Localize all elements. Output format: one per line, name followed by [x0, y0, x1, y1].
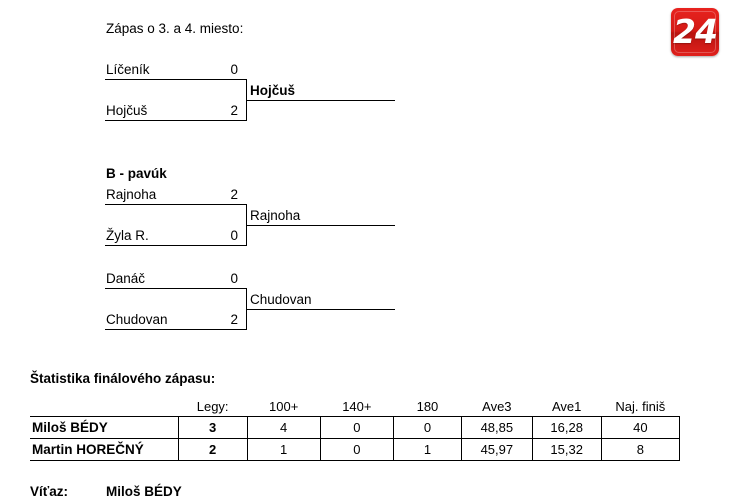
- bracket-line-b1-top: [105, 204, 247, 205]
- b-bracket-heading: B - pavúk: [106, 166, 167, 181]
- channel-logo-24: 24: [671, 8, 719, 56]
- bracket-line-b2-winner: [246, 309, 395, 310]
- stats-row-0-name: Miloš BÉDY: [30, 416, 179, 439]
- third-place-top-player: Líčeník: [106, 62, 150, 77]
- stats-row-0-140: 0: [319, 416, 394, 439]
- b-match-2-bottom-player: Chudovan: [106, 312, 168, 327]
- stats-row-1-ave1: 15,32: [531, 438, 602, 461]
- stats-row-0-ave3: 48,85: [460, 416, 533, 439]
- bracket-line-3rd-winner: [246, 100, 395, 101]
- b-match-1-top-score: 2: [230, 187, 238, 202]
- bracket-line-b1-bottom: [105, 245, 247, 246]
- stats-row-0-180: 0: [392, 416, 462, 439]
- third-place-heading: Zápas o 3. a 4. miesto:: [106, 21, 244, 36]
- bracket-line-3rd-bottom: [105, 120, 247, 121]
- stats-heading: Štatistika finálového zápasu:: [30, 371, 216, 386]
- stats-col-header-ave1: Ave1: [552, 399, 582, 414]
- stats-row-1-legy: 2: [177, 438, 248, 461]
- bracket-line-b1-winner: [246, 225, 395, 226]
- stats-row-1-100: 1: [246, 438, 321, 461]
- third-place-top-score: 0: [230, 62, 238, 77]
- stats-row-0-ave1: 16,28: [531, 416, 602, 439]
- stats-header-row: Legy: 100+ 140+ 180 Ave3 Ave1 Naj. finiš: [30, 393, 680, 417]
- stats-row-1-finish: 8: [600, 438, 681, 461]
- stats-row-1-ave3: 45,97: [460, 438, 533, 461]
- stats-col-header-140: 140+: [342, 399, 372, 414]
- stats-col-header-100: 100+: [269, 399, 299, 414]
- b-match-1-top-player: Rajnoha: [106, 187, 157, 202]
- stats-col-header-180: 180: [416, 399, 439, 414]
- table-row: Martin HOREČNÝ 2 1 0 1 45,97 15,32 8: [30, 438, 681, 461]
- logo-text: 24: [673, 12, 718, 51]
- stats-row-0-legy: 3: [177, 416, 248, 439]
- stats-col-header-finish: Naj. finiš: [615, 399, 666, 414]
- winner-label: Víťaz:: [30, 484, 68, 499]
- stats-row-1-180: 1: [392, 438, 462, 461]
- third-place-winner: Hojčuš: [250, 83, 296, 98]
- b-match-1-bottom-player: Žyla R.: [106, 228, 149, 243]
- winner-name: Miloš BÉDY: [106, 484, 182, 499]
- b-match-1-winner: Rajnoha: [250, 208, 301, 223]
- bracket-line-b2-top: [105, 288, 247, 289]
- third-place-bottom-player: Hojčuš: [106, 103, 148, 118]
- stats-row-1-140: 0: [319, 438, 394, 461]
- b-match-1-bottom-score: 0: [230, 228, 238, 243]
- b-match-2-winner: Chudovan: [250, 292, 312, 307]
- final-match-stats-table: Legy: 100+ 140+ 180 Ave3 Ave1 Naj. finiš…: [30, 393, 681, 461]
- stats-row-0-finish: 40: [600, 416, 681, 439]
- stats-col-header-name: [30, 393, 178, 417]
- stats-row-1-name: Martin HOREČNÝ: [30, 438, 179, 461]
- stats-col-header-legy: Legy:: [196, 399, 229, 414]
- b-match-2-top-player: Danáč: [106, 271, 146, 286]
- bracket-line-3rd-top: [105, 79, 247, 80]
- logo-inner-bevel: [674, 11, 716, 53]
- stats-col-header-ave3: Ave3: [482, 399, 512, 414]
- bracket-line-b2-bottom: [105, 329, 247, 330]
- table-row: Miloš BÉDY 3 4 0 0 48,85 16,28 40: [30, 416, 681, 439]
- stats-row-0-100: 4: [246, 416, 321, 439]
- third-place-bottom-score: 2: [230, 103, 238, 118]
- b-match-2-top-score: 0: [230, 271, 238, 286]
- b-match-2-bottom-score: 2: [230, 312, 238, 327]
